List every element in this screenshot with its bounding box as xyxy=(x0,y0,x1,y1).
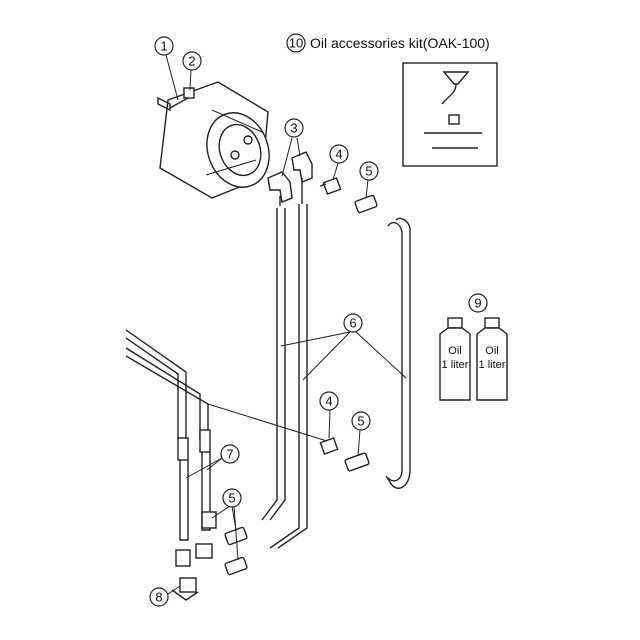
svg-text:9: 9 xyxy=(474,296,481,311)
svg-text:3: 3 xyxy=(290,121,297,136)
short-hoses xyxy=(177,429,211,541)
oil-bottle-2: Oil 1 liter xyxy=(476,317,508,401)
svg-text:5: 5 xyxy=(365,164,372,179)
callout-1: 1 xyxy=(154,36,174,56)
svg-text:5: 5 xyxy=(228,491,235,506)
callout-2: 2 xyxy=(182,51,202,71)
callout-3: 3 xyxy=(284,118,304,138)
kit-title: 10 Oil accessories kit(OAK-100) xyxy=(286,33,490,53)
fitting-5-lower xyxy=(344,452,370,472)
svg-text:5: 5 xyxy=(357,414,364,429)
fitting-4-upper xyxy=(319,177,342,195)
svg-text:4: 4 xyxy=(335,147,342,162)
svg-text:8: 8 xyxy=(155,590,162,605)
callout-7: 7 xyxy=(220,444,240,464)
kit-number: 10 xyxy=(289,36,303,51)
hoses xyxy=(261,204,411,549)
bottle-2-line2: 1 liter xyxy=(479,359,506,371)
callouts: 1 2 3 4 5 6 9 4 xyxy=(149,36,488,607)
oil-bottle-1: Oil 1 liter xyxy=(439,317,471,401)
callout-8: 8 xyxy=(149,587,169,607)
svg-text:7: 7 xyxy=(226,447,233,462)
callout-9: 9 xyxy=(468,293,488,313)
bottle-1-line2: 1 liter xyxy=(442,359,469,371)
fitting-5-upper xyxy=(354,194,378,214)
callout-5-upper: 5 xyxy=(359,161,379,181)
callout-6: 6 xyxy=(343,313,363,333)
bottle-2-line1: Oil xyxy=(485,345,498,357)
fitting-icon xyxy=(448,114,460,125)
callout-5-cluster: 5 xyxy=(222,488,242,508)
oil-bottles: Oil 1 liter Oil 1 liter xyxy=(439,317,508,401)
svg-text:2: 2 xyxy=(188,54,195,69)
callout-4-lower: 4 xyxy=(319,391,339,411)
leader-lines xyxy=(165,54,407,595)
svg-text:4: 4 xyxy=(325,394,332,409)
fitting-cluster xyxy=(171,511,248,601)
callout-4-upper: 4 xyxy=(329,144,349,164)
svg-text:1: 1 xyxy=(160,39,167,54)
steering-pump xyxy=(157,81,270,199)
svg-text:6: 6 xyxy=(349,316,356,331)
callout-5-lower: 5 xyxy=(351,411,371,431)
oil-kit-box xyxy=(402,62,498,167)
elbow-fittings xyxy=(267,151,313,206)
fitting-4-lower xyxy=(319,437,339,455)
funnel-icon xyxy=(441,71,470,105)
kit-label: Oil accessories kit(OAK-100) xyxy=(310,35,490,51)
long-pipes xyxy=(125,329,331,443)
bottle-1-line1: Oil xyxy=(448,345,461,357)
